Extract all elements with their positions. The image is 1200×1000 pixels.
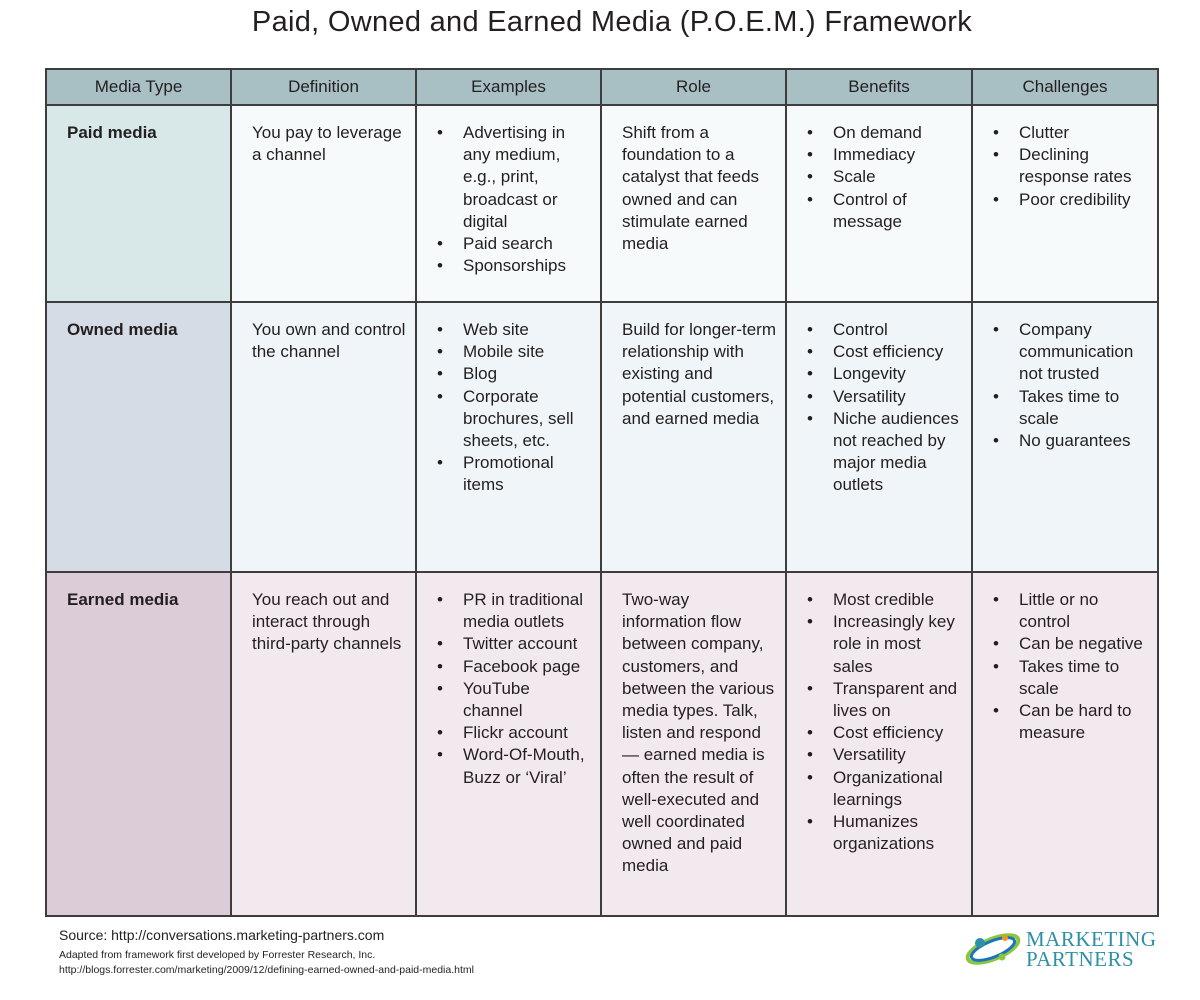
list-item: Takes time to scale [993, 386, 1149, 430]
adapted-note: Adapted from framework first developed b… [59, 949, 376, 961]
list-item: Humanizes organizations [807, 811, 963, 855]
header-media-type: Media Type [45, 68, 232, 106]
definition-cell: You own and control the channel [230, 301, 417, 573]
benefits-cell: On demand Immediacy Scale Control of mes… [785, 104, 973, 303]
challenges-list: Clutter Declining response rates Poor cr… [993, 122, 1149, 211]
list-item: Versatility [807, 386, 963, 408]
challenges-cell: Clutter Declining response rates Poor cr… [971, 104, 1159, 303]
swirl-icon [965, 933, 1021, 965]
list-item: On demand [807, 122, 963, 144]
list-item: Transparent and lives on [807, 678, 963, 722]
page-title: Paid, Owned and Earned Media (P.O.E.M.) … [251, 6, 973, 38]
role-cell: Two-way information flow between company… [600, 571, 787, 917]
benefits-cell: Most credible Increasingly key role in m… [785, 571, 973, 917]
logo-text-marketing: MARKETING [1026, 927, 1157, 951]
header-benefits: Benefits [785, 68, 973, 106]
list-item: Cost efficiency [807, 722, 963, 744]
list-item: Clutter [993, 122, 1149, 144]
list-item: Scale [807, 166, 963, 188]
header-definition: Definition [230, 68, 417, 106]
list-item: Corporate brochures, sell sheets, etc. [437, 386, 592, 453]
list-item: Versatility [807, 744, 963, 766]
benefits-cell: Control Cost efficiency Longevity Versat… [785, 301, 973, 573]
benefits-list: Most credible Increasingly key role in m… [807, 589, 963, 855]
list-item: Can be negative [993, 633, 1149, 655]
challenges-cell: Little or no control Can be negative Tak… [971, 571, 1159, 917]
list-item: Little or no control [993, 589, 1149, 633]
list-item: Twitter account [437, 633, 592, 655]
list-item: Poor credibility [993, 189, 1149, 211]
list-item: Company communication not trusted [993, 319, 1149, 386]
list-item: Organizational learnings [807, 767, 963, 811]
role-cell: Build for longer-term relationship with … [600, 301, 787, 573]
list-item: Word-Of-Mouth, Buzz or ‘Viral’ [437, 744, 592, 788]
challenges-cell: Company communication not trusted Takes … [971, 301, 1159, 573]
definition-cell: You reach out and interact through third… [230, 571, 417, 917]
list-item: No guarantees [993, 430, 1149, 452]
forrester-url: http://blogs.forrester.com/marketing/200… [59, 964, 474, 976]
list-item: Niche audiences not reached by major med… [807, 408, 963, 497]
definition-cell: You pay to leverage a channel [230, 104, 417, 303]
list-item: Promotional items [437, 452, 592, 496]
list-item: Longevity [807, 363, 963, 385]
list-item: Web site [437, 319, 592, 341]
role-cell: Shift from a foundation to a catalyst th… [600, 104, 787, 303]
media-type-cell: Paid media [45, 104, 232, 303]
examples-list: Web site Mobile site Blog Corporate broc… [437, 319, 592, 497]
logo-text-partners: PARTNERS [1026, 947, 1135, 971]
challenges-list: Company communication not trusted Takes … [993, 319, 1149, 452]
list-item: Declining response rates [993, 144, 1149, 188]
list-item: Mobile site [437, 341, 592, 363]
list-item: PR in traditional media outlets [437, 589, 592, 633]
header-challenges: Challenges [971, 68, 1159, 106]
list-item: Paid search [437, 233, 592, 255]
list-item: Can be hard to measure [993, 700, 1149, 744]
examples-list: Advertising in any medium, e.g., print, … [437, 122, 592, 278]
list-item: Blog [437, 363, 592, 385]
header-row: Media Type Definition Examples Role Bene… [45, 68, 1159, 106]
list-item: Advertising in any medium, e.g., print, … [437, 122, 592, 233]
table-row-owned: Owned media You own and control the chan… [45, 301, 1159, 573]
marketing-partners-logo: MARKETING PARTNERS [962, 924, 1162, 972]
list-item: Most credible [807, 589, 963, 611]
benefits-list: Control Cost efficiency Longevity Versat… [807, 319, 963, 497]
examples-cell: Web site Mobile site Blog Corporate broc… [415, 301, 602, 573]
list-item: Cost efficiency [807, 341, 963, 363]
list-item: Control of message [807, 189, 963, 233]
list-item: Takes time to scale [993, 656, 1149, 700]
media-type-cell: Earned media [45, 571, 232, 917]
header-examples: Examples [415, 68, 602, 106]
list-item: YouTube channel [437, 678, 592, 722]
list-item: Control [807, 319, 963, 341]
list-item: Facebook page [437, 656, 592, 678]
benefits-list: On demand Immediacy Scale Control of mes… [807, 122, 963, 233]
list-item: Immediacy [807, 144, 963, 166]
examples-cell: PR in traditional media outlets Twitter … [415, 571, 602, 917]
poem-framework-table: Media Type Definition Examples Role Bene… [45, 68, 1159, 917]
list-item: Sponsorships [437, 255, 592, 277]
media-type-cell: Owned media [45, 301, 232, 573]
list-item: Increasingly key role in most sales [807, 611, 963, 678]
examples-list: PR in traditional media outlets Twitter … [437, 589, 592, 789]
challenges-list: Little or no control Can be negative Tak… [993, 589, 1149, 744]
examples-cell: Advertising in any medium, e.g., print, … [415, 104, 602, 303]
table-row-paid: Paid media You pay to leverage a channel… [45, 104, 1159, 303]
source-note: Source: http://conversations.marketing-p… [59, 927, 385, 943]
header-role: Role [600, 68, 787, 106]
list-item: Flickr account [437, 722, 592, 744]
table-row-earned: Earned media You reach out and interact … [45, 571, 1159, 917]
